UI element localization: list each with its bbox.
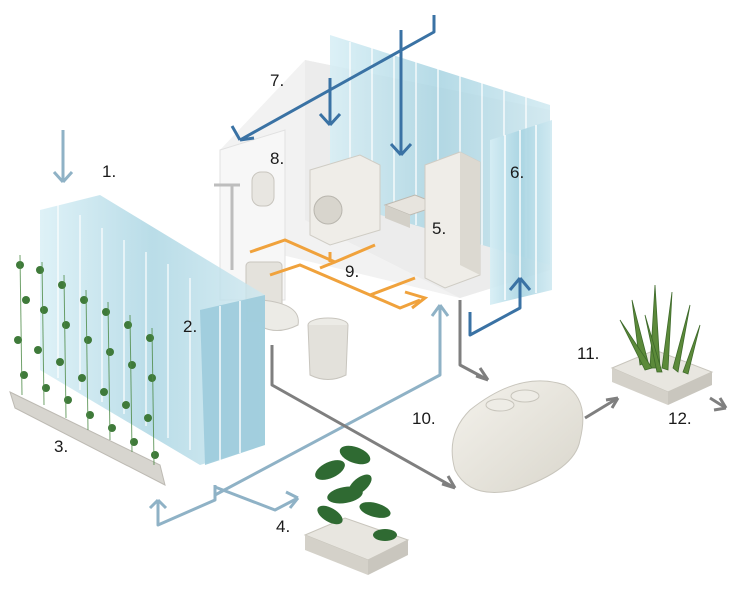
storage-tank: [451, 380, 584, 493]
water-heater: [424, 151, 481, 289]
blackwater-flow: [270, 300, 728, 490]
greywater-flow: [52, 130, 450, 527]
snake-plant-planter: [610, 284, 714, 405]
label-9: 9.: [345, 262, 360, 281]
label-8: 8.: [270, 149, 285, 168]
label-12: 12.: [668, 409, 692, 428]
hot-water-pipes: [249, 238, 429, 310]
label-2: 2.: [183, 317, 198, 336]
planter-bed: [303, 445, 410, 575]
washbasin: [307, 317, 349, 380]
green-wall: [9, 254, 166, 486]
rainwater-flow: [230, 15, 532, 337]
washing-machine: [309, 154, 381, 246]
label-10: 10.: [412, 409, 436, 428]
shower: [214, 129, 299, 331]
label-1: 1.: [102, 162, 117, 181]
label-7: 7.: [270, 71, 285, 90]
label-4: 4.: [276, 517, 291, 536]
label-11: 11.: [577, 344, 600, 363]
label-5: 5.: [432, 219, 447, 238]
label-6: 6.: [510, 163, 525, 182]
label-3: 3.: [54, 437, 69, 456]
